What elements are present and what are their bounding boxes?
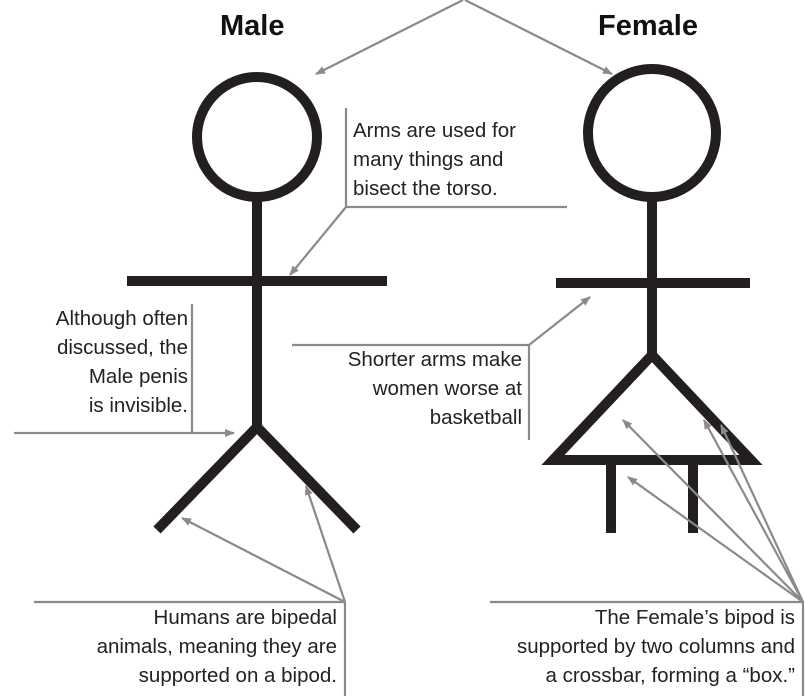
female-bipod-line-2: supported by two columns and <box>517 632 795 661</box>
shorter-arms-line-1: Shorter arms make <box>348 345 522 374</box>
callout-top-to-male-head <box>316 0 463 74</box>
shorter-arms-annotation: Shorter arms make women worse at basketb… <box>348 345 522 432</box>
arms-annotation: Arms are used for many things and bisect… <box>353 116 516 203</box>
penis-line-2: discussed, the <box>56 333 188 362</box>
male-right-leg <box>257 427 357 530</box>
female-heading: Female <box>598 10 698 43</box>
callout-arms-arrow <box>290 207 346 275</box>
male-heading: Male <box>220 10 284 43</box>
penis-line-1: Although often <box>56 304 188 333</box>
male-left-leg <box>157 427 257 530</box>
callout-bipod-arrow-4 <box>721 425 803 602</box>
male-head <box>197 77 317 197</box>
callout-bipod-arrow-2 <box>704 420 803 602</box>
bipedal-line-2: animals, meaning they are <box>97 632 337 661</box>
female-bipod-annotation: The Female’s bipod is supported by two c… <box>517 603 795 690</box>
bipedal-line-1: Humans are bipedal <box>97 603 337 632</box>
callout-bipod-arrow-3 <box>628 477 803 602</box>
bipedal-annotation: Humans are bipedal animals, meaning they… <box>97 603 337 690</box>
female-bipod-line-1: The Female’s bipod is <box>517 603 795 632</box>
female-skirt-triangle <box>553 355 751 460</box>
penis-line-4: is invisible. <box>56 391 188 420</box>
female-head <box>588 69 716 197</box>
penis-annotation: Although often discussed, the Male penis… <box>56 304 188 420</box>
arms-line-1: Arms are used for <box>353 116 516 145</box>
arms-line-3: bisect the torso. <box>353 174 516 203</box>
shorter-arms-line-3: basketball <box>348 403 522 432</box>
bipedal-line-3: supported on a bipod. <box>97 661 337 690</box>
callout-shorter-arms-arrow <box>529 297 590 345</box>
arms-line-2: many things and <box>353 145 516 174</box>
female-bipod-line-3: a crossbar, forming a “box.” <box>517 661 795 690</box>
callout-bipod-arrow-1 <box>623 420 803 602</box>
penis-line-3: Male penis <box>56 362 188 391</box>
callout-top-to-female-head <box>465 0 612 74</box>
shorter-arms-line-2: women worse at <box>348 374 522 403</box>
female-figure <box>553 69 751 533</box>
